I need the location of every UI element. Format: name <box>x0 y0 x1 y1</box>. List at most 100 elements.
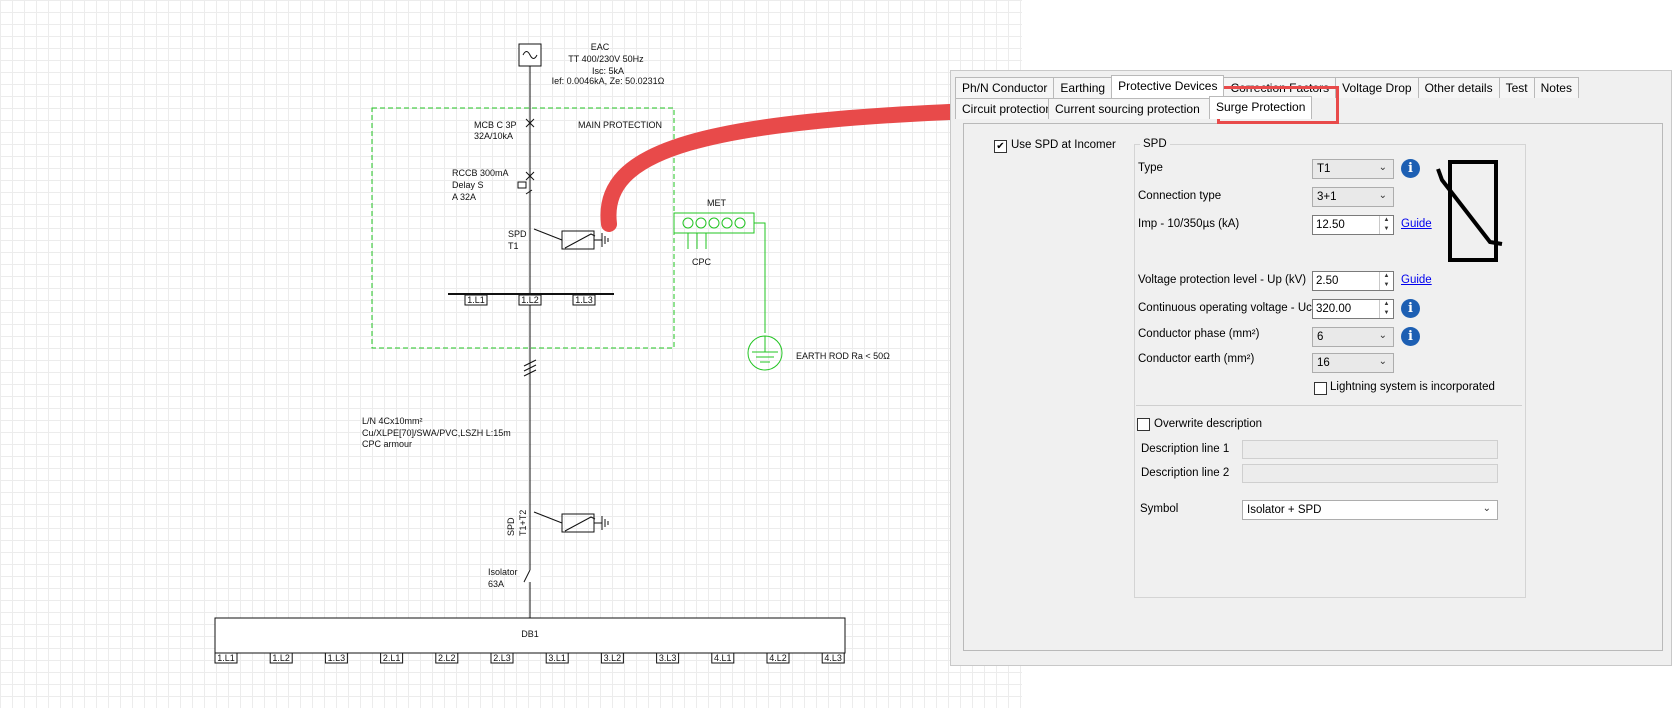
db-way-label: 1.L1 <box>217 653 235 663</box>
up-label: Voltage protection level - Up (kV) <box>1138 274 1307 286</box>
up-input[interactable]: 2.50▲▼ <box>1312 271 1394 291</box>
type-select[interactable]: T1⌄ <box>1312 159 1394 179</box>
db-way-label: 3.L2 <box>604 653 622 663</box>
db-way-label: 4.L3 <box>824 653 842 663</box>
db-way-box <box>711 652 735 664</box>
conductor-earth-label: Conductor earth (mm²) <box>1138 353 1255 365</box>
db-way-label: 1.L2 <box>272 653 290 663</box>
spd-group <box>1134 144 1526 598</box>
subtab-current-sourcing[interactable]: Current sourcing protection <box>1048 98 1210 119</box>
db-way-box <box>766 652 790 664</box>
isolator-line2: 63A <box>488 579 504 589</box>
symbol-select[interactable]: Isolator + SPD⌄ <box>1242 500 1498 520</box>
db-way-box <box>656 652 680 664</box>
surge-protection-panel: ✔ Use SPD at Incomer SPD Type T1⌄ i Conn… <box>963 123 1663 651</box>
symbol-label: Symbol <box>1140 503 1179 515</box>
db-way-label: 4.L2 <box>769 653 787 663</box>
rccb-symbol <box>517 171 535 195</box>
spd2-symbol <box>533 511 609 533</box>
rccb-line3: A 32A <box>452 192 476 202</box>
db-way-label: 2.L2 <box>438 653 456 663</box>
properties-dialog: Ph/N Conductor Earthing Protective Devic… <box>950 70 1672 666</box>
tab-test[interactable]: Test <box>1498 77 1535 98</box>
mcb-symbol <box>525 118 535 128</box>
guide-link-up[interactable]: Guide <box>1401 274 1432 286</box>
earth-rod-label: EARTH ROD Ra < 50Ω <box>796 351 890 361</box>
db-way-label: 2.L1 <box>383 653 401 663</box>
busbar-way-1: 1.L1 <box>467 295 485 305</box>
cable-line2: Cu/XLPE[70]/SWA/PVC,LSZH L:15m <box>362 428 511 438</box>
db-way-label: 3.L3 <box>659 653 677 663</box>
sub-tabs: Circuit protection Current sourcing prot… <box>955 96 1313 119</box>
db-way-box <box>490 652 514 664</box>
cable-marker <box>523 359 537 377</box>
spd2-line2: T1+T2 <box>518 510 528 536</box>
spd1-symbol <box>533 228 609 250</box>
busbar-way-2: 1.L2 <box>521 295 539 305</box>
supply-line3: Isc: 5kA <box>592 66 624 76</box>
db-way-box <box>435 652 459 664</box>
tab-voltage-drop[interactable]: Voltage Drop <box>1335 77 1419 98</box>
db-way-box <box>269 652 293 664</box>
isolator-line1: Isolator <box>488 567 518 577</box>
tab-other-details[interactable]: Other details <box>1417 77 1500 98</box>
overwrite-checkbox[interactable] <box>1137 418 1150 431</box>
conductor-phase-select[interactable]: 6⌄ <box>1312 327 1394 347</box>
db1-label: DB1 <box>521 629 539 639</box>
spd2-line1: SPD <box>506 517 516 536</box>
db-way-box <box>380 652 404 664</box>
desc2-label: Description line 2 <box>1141 467 1230 479</box>
db-way-box <box>545 652 569 664</box>
db-way-label: 1.L3 <box>328 653 346 663</box>
rccb-line1: RCCB 300mA <box>452 168 509 178</box>
subtab-surge-protection[interactable]: Surge Protection <box>1209 96 1313 119</box>
conductor-phase-label: Conductor phase (mm²) <box>1138 328 1260 340</box>
tab-earthing[interactable]: Earthing <box>1053 77 1113 98</box>
uc-label: Continuous operating voltage - Uc (V) <box>1138 302 1331 314</box>
overwrite-label: Overwrite description <box>1154 418 1263 430</box>
imp-input[interactable]: 12.50▲▼ <box>1312 215 1394 235</box>
conductor-phase-info-icon[interactable]: i <box>1401 327 1420 346</box>
spd-group-title: SPD <box>1140 138 1170 150</box>
desc2-input[interactable] <box>1242 464 1498 483</box>
supply-line1: EAC <box>591 42 610 52</box>
uc-input[interactable]: 320.00▲▼ <box>1312 299 1394 319</box>
chevron-down-icon: ⌄ <box>1378 190 1387 201</box>
main-protection-label: MAIN PROTECTION <box>578 120 662 130</box>
cpc-label: CPC <box>692 257 712 267</box>
met-bar <box>673 212 755 234</box>
db-way-label: 2.L3 <box>493 653 511 663</box>
spd1-line1: SPD <box>508 229 527 239</box>
divider <box>1136 405 1522 406</box>
subtab-circuit-protection[interactable]: Circuit protection <box>955 98 1049 119</box>
spd1-line2: T1 <box>508 241 519 251</box>
lightning-checkbox[interactable] <box>1314 382 1327 395</box>
uc-info-icon[interactable]: i <box>1401 299 1420 318</box>
connection-type-select[interactable]: 3+1⌄ <box>1312 187 1394 207</box>
schematic-drawing: EAC TT 400/230V 50Hz Isc: 5kA Ief: 0.004… <box>214 42 890 664</box>
mcb-line1: MCB C 3P <box>474 120 517 130</box>
chevron-down-icon: ⌄ <box>1482 503 1491 514</box>
use-spd-checkbox[interactable]: ✔ <box>994 140 1007 153</box>
busbar-way-3: 1.L3 <box>575 295 593 305</box>
db1-box <box>214 617 846 654</box>
tab-ph-n-conductor[interactable]: Ph/N Conductor <box>955 77 1055 98</box>
tab-protective-devices[interactable]: Protective Devices <box>1111 75 1225 98</box>
main-protection-box <box>371 107 675 349</box>
met-label: MET <box>707 198 727 208</box>
mcb-line2: 32A/10kA <box>474 131 513 141</box>
type-info-icon[interactable]: i <box>1401 159 1420 178</box>
db-way-box <box>600 652 624 664</box>
conductor-earth-select[interactable]: 16⌄ <box>1312 353 1394 373</box>
chevron-down-icon: ⌄ <box>1378 162 1387 173</box>
chevron-down-icon: ⌄ <box>1378 330 1387 341</box>
schematic-canvas[interactable]: EAC TT 400/230V 50Hz Isc: 5kA Ief: 0.004… <box>0 0 1022 708</box>
chevron-down-icon: ⌄ <box>1378 356 1387 367</box>
spd-symbol-icon <box>1436 160 1503 262</box>
guide-link-imp[interactable]: Guide <box>1401 218 1432 230</box>
tab-notes[interactable]: Notes <box>1533 77 1579 98</box>
lightning-label: Lightning system is incorporated <box>1330 381 1495 393</box>
imp-label: Imp - 10/350µs (kA) <box>1138 218 1240 230</box>
desc1-input[interactable] <box>1242 440 1498 459</box>
